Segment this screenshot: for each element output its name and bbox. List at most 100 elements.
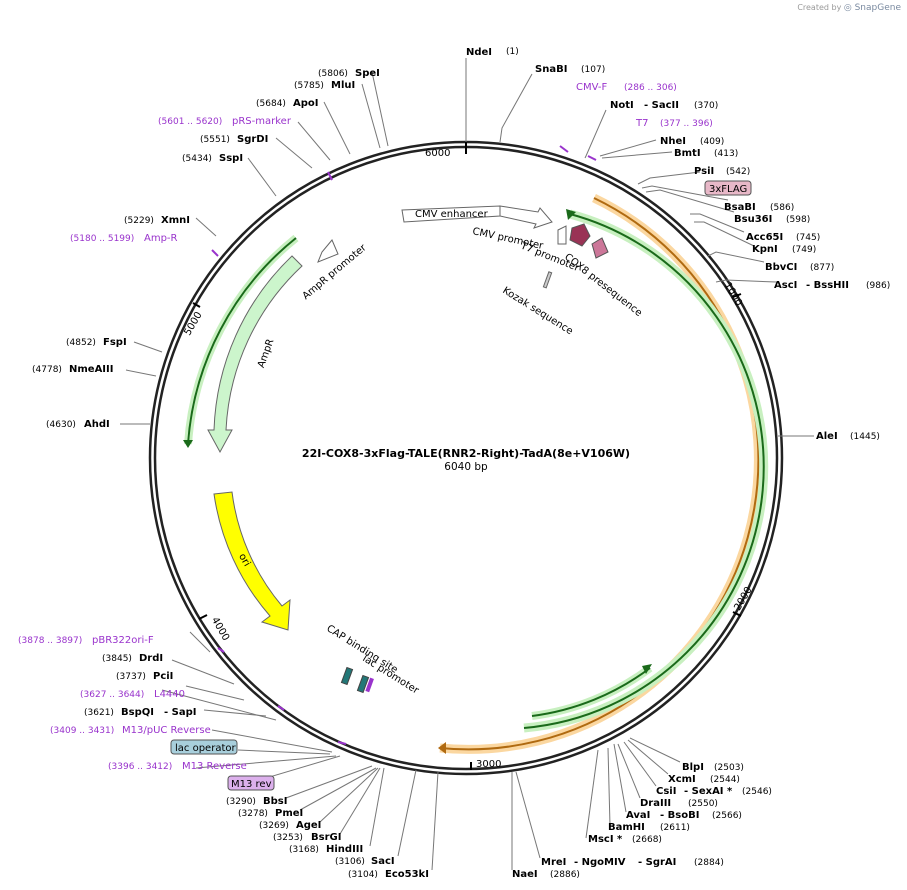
enzyme-sacI[interactable]: (3106) SacI bbox=[335, 856, 395, 867]
lac-promoter-feature bbox=[356, 674, 370, 694]
enzyme-nmeAIII[interactable]: (4778) NmeAIII bbox=[32, 364, 113, 375]
aleI-pos: (1445) bbox=[850, 432, 880, 442]
enzyme-eco53kI[interactable]: (3104) Eco53kI bbox=[348, 869, 429, 880]
xmnI-name: XmnI bbox=[161, 215, 190, 226]
enzyme-xmnI[interactable]: (5229) XmnI bbox=[124, 215, 190, 226]
enzyme-avaI[interactable]: AvaI - BsoBI (2566) bbox=[626, 810, 742, 821]
enzyme-mscI[interactable]: MscI * (2668) bbox=[588, 834, 662, 845]
m13puc-pos: (3409 .. 3431) bbox=[50, 726, 114, 736]
primer-l4440[interactable]: (3627 .. 3644) L4440 bbox=[80, 689, 185, 700]
credit-text: Created by bbox=[797, 3, 842, 12]
enzyme-mreI[interactable]: MreI - NgoMIV - SgrAI (2884) bbox=[541, 857, 724, 868]
credit-brand: SnapGene bbox=[854, 3, 901, 13]
enzyme-hindIII[interactable]: (3168) HindIII bbox=[289, 844, 363, 855]
enzyme-bspQI[interactable]: (3621) BspQI - SapI bbox=[84, 707, 196, 718]
l4440-pos: (3627 .. 3644) bbox=[80, 690, 144, 700]
enzyme-bamHI[interactable]: BamHI (2611) bbox=[608, 822, 690, 833]
enzyme-ascI[interactable]: AscI - BssHII (986) bbox=[774, 280, 890, 291]
ampR-promoter-feature bbox=[317, 239, 339, 263]
enzyme-notI[interactable]: NotI - SacII (370) bbox=[610, 100, 718, 111]
enzyme-ahdI[interactable]: (4630) AhdI bbox=[46, 419, 110, 430]
ascI-pos: (986) bbox=[866, 281, 890, 291]
orf-green-small-arrowhead bbox=[642, 664, 652, 674]
snapgene-credit: Created by ◎ SnapGene bbox=[797, 3, 901, 13]
nmeAIII-name: NmeAIII bbox=[69, 364, 113, 375]
enzyme-bmtI[interactable]: BmtI (413) bbox=[674, 148, 738, 159]
snabI-pos: (107) bbox=[581, 65, 605, 75]
pbr322oriF-name: pBR322ori-F bbox=[92, 635, 154, 646]
prsMarker-name: pRS-marker bbox=[232, 116, 292, 127]
enzyme-bsu36I[interactable]: Bsu36I (598) bbox=[734, 214, 810, 225]
bmtI-name: BmtI bbox=[674, 148, 701, 159]
bsrGI-name: BsrGI bbox=[311, 832, 341, 843]
enzyme-mluI[interactable]: (5785) MluI bbox=[294, 80, 355, 91]
ampR-primer-pos: (5180 .. 5199) bbox=[70, 234, 134, 244]
mreI-name: MreI bbox=[541, 857, 566, 868]
enzyme-kpnI[interactable]: KpnI (749) bbox=[752, 244, 816, 255]
bbsI-name: BbsI bbox=[263, 796, 287, 807]
cox8-feature-light bbox=[591, 237, 609, 259]
enzyme-bbvcI[interactable]: BbvCI (877) bbox=[765, 262, 834, 273]
sgrDI-pos: (5551) bbox=[200, 135, 230, 145]
enzyme-fspI[interactable]: (4852) FspI bbox=[66, 337, 127, 348]
nheI-pos: (409) bbox=[700, 137, 724, 147]
primer-ampR[interactable]: (5180 .. 5199) Amp-R bbox=[70, 233, 178, 244]
left-green-arrowhead bbox=[183, 440, 193, 448]
enzyme-ageI[interactable]: (3269) AgeI bbox=[259, 820, 321, 831]
enzyme-ndeI[interactable]: NdeI (1) bbox=[466, 47, 519, 58]
feature-lac-operator[interactable]: lac operator bbox=[170, 739, 238, 755]
m13rev-label: M13 rev bbox=[231, 779, 272, 790]
enzyme-draIII[interactable]: DraIII (2550) bbox=[640, 798, 718, 809]
enzyme-sgrDI[interactable]: (5551) SgrDI bbox=[200, 134, 268, 145]
mluI-name: MluI bbox=[331, 80, 355, 91]
primer-t7[interactable]: T7 (377 .. 396) bbox=[635, 118, 713, 129]
orf-green-arrow bbox=[523, 213, 765, 729]
enzyme-bsabI[interactable]: BsaBI (586) bbox=[724, 202, 794, 213]
enzyme-pmeI[interactable]: (3278) PmeI bbox=[238, 808, 303, 819]
pciI-name: PciI bbox=[153, 671, 173, 682]
cmv-enhancer-label: CMV enhancer bbox=[415, 209, 489, 220]
flag3x-label: 3xFLAG bbox=[709, 184, 747, 195]
enzyme-bsrGI[interactable]: (3253) BsrGI bbox=[273, 832, 341, 843]
csiI-name: CsiI bbox=[656, 786, 676, 797]
drdI-pos: (3845) bbox=[102, 654, 132, 664]
m13puc-name: M13/pUC Reverse bbox=[122, 725, 211, 736]
enzyme-xcmI[interactable]: XcmI (2544) bbox=[668, 774, 740, 785]
nheI-name: NheI bbox=[660, 136, 686, 147]
primer-pbr322oriF[interactable]: (3878 .. 3897) pBR322ori-F bbox=[18, 635, 154, 646]
mscI-pos: (2668) bbox=[632, 835, 662, 845]
enzyme-naeI[interactable]: NaeI (2886) bbox=[512, 869, 580, 880]
naeI-name: NaeI bbox=[512, 869, 538, 880]
primer-m13rev[interactable]: (3396 .. 3412) M13 Reverse bbox=[108, 761, 247, 772]
enzyme-bbsI[interactable]: (3290) BbsI bbox=[226, 796, 287, 807]
primer-cmvF[interactable]: CMV-F (286 .. 306) bbox=[576, 82, 677, 93]
bbvcI-name: BbvCI bbox=[765, 262, 797, 273]
apoI-name: ApoI bbox=[293, 98, 319, 109]
draIII-name: DraIII bbox=[640, 798, 671, 809]
enzyme-aleI[interactable]: AleI (1445) bbox=[816, 431, 880, 442]
enzyme-apoI[interactable]: (5684) ApoI bbox=[256, 98, 319, 109]
enzyme-csiI[interactable]: CsiI - SexAI * (2546) bbox=[656, 786, 772, 797]
speI-pos: (5806) bbox=[318, 69, 348, 79]
enzyme-speI[interactable]: (5806) SpeI bbox=[318, 68, 380, 79]
eco53kI-name: Eco53kI bbox=[385, 869, 429, 880]
enzyme-nheI[interactable]: NheI (409) bbox=[660, 136, 724, 147]
primer-prsMarker[interactable]: (5601 .. 5620) pRS-marker bbox=[158, 116, 292, 127]
enzyme-psiI[interactable]: PsiI (542) bbox=[694, 166, 750, 177]
t7-pos: (377 .. 396) bbox=[660, 119, 713, 129]
cmvF-name: CMV-F bbox=[576, 82, 607, 93]
naeI-pos: (2886) bbox=[550, 870, 580, 880]
feature-3xflag[interactable]: 3xFLAG bbox=[704, 180, 752, 196]
enzyme-snabI[interactable]: SnaBI (107) bbox=[535, 64, 605, 75]
feature-m13rev[interactable]: M13 rev bbox=[227, 775, 275, 791]
flag3x-box bbox=[704, 180, 752, 196]
enzyme-acc65I[interactable]: Acc65I (745) bbox=[746, 232, 820, 243]
m13rev-primer-name: M13 Reverse bbox=[182, 761, 247, 772]
enzyme-pciI[interactable]: (3737) PciI bbox=[116, 671, 173, 682]
sapI-name: - SapI bbox=[164, 707, 196, 718]
enzyme-sspI[interactable]: (5434) SspI bbox=[182, 153, 243, 164]
sacII-name: - SacII bbox=[644, 100, 679, 111]
enzyme-blpI[interactable]: BlpI (2503) bbox=[682, 762, 744, 773]
primer-m13puc[interactable]: (3409 .. 3431) M13/pUC Reverse bbox=[50, 725, 211, 736]
enzyme-drdI[interactable]: (3845) DrdI bbox=[102, 653, 163, 664]
